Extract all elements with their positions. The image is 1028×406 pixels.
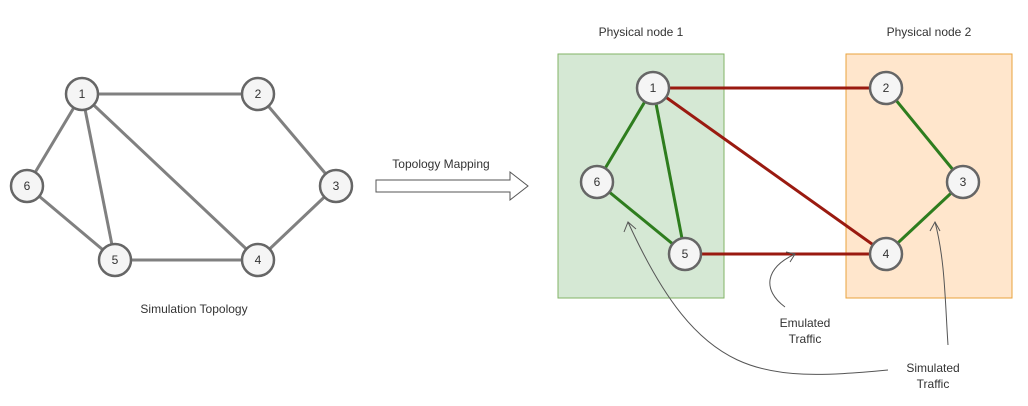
mapped-node-5-label: 5 [682, 247, 689, 261]
simulated-link-6-5 [596, 180, 686, 256]
sim-node-5: 5 [97, 242, 133, 278]
sim-edge-1-4 [80, 92, 260, 262]
emulated-traffic-pointer [769, 253, 796, 308]
simulated-link-3-4 [884, 180, 965, 256]
sim-node-4: 4 [240, 242, 276, 278]
sim-node-1-label: 1 [79, 87, 86, 101]
mapped-node-4-circle [868, 236, 904, 272]
physical-node-1-title: Physical node 1 [599, 25, 684, 39]
mapped-node-5-circle [667, 236, 703, 272]
mapped-node-4: 4 [868, 236, 904, 272]
sim-node-3-label: 3 [333, 179, 340, 193]
sim-edge-6-1 [25, 93, 84, 187]
mapped-topology-nodes: 1 2 3 4 5 6 [579, 70, 981, 272]
sim-edge-1-5 [80, 93, 117, 261]
mapped-node-5: 5 [667, 236, 703, 272]
simulated-traffic-label-line1: Simulated [906, 361, 959, 375]
sim-node-6-label: 6 [24, 179, 31, 193]
simulated-link-1-6 [595, 87, 655, 183]
sim-edge-5-6 [26, 184, 116, 262]
simulated-traffic-label-line2: Traffic [917, 377, 950, 391]
mapped-node-1-circle [635, 70, 671, 106]
mapped-node-6: 6 [579, 164, 615, 200]
topology-mapping-label: Topology Mapping [392, 157, 489, 171]
sim-node-3-circle [318, 168, 354, 204]
emulated-traffic-label-line1: Emulated [780, 316, 831, 330]
simulation-topology-caption: Simulation Topology [140, 302, 247, 316]
sim-edge-3-4 [256, 184, 338, 262]
sim-node-6-circle [9, 168, 45, 204]
mapped-node-3-label: 3 [960, 175, 967, 189]
sim-node-4-label: 4 [255, 253, 262, 267]
topology-mapping-arrow-icon [375, 170, 529, 202]
sim-node-3: 3 [318, 168, 354, 204]
sim-node-5-circle [97, 242, 133, 278]
physical-node-2-title: Physical node 2 [887, 25, 972, 39]
mapped-node-2-label: 2 [883, 81, 890, 95]
emulated-link-1-4 [652, 86, 887, 256]
sim-node-2-label: 2 [255, 87, 262, 101]
sim-node-1-circle [64, 76, 100, 112]
simulated-link-2-3 [884, 87, 965, 183]
mapped-node-6-label: 6 [594, 175, 601, 189]
simulated-traffic-pointer-left [627, 221, 889, 375]
emulated-traffic-label-line2: Traffic [789, 332, 822, 346]
mapped-node-1-label: 1 [650, 81, 657, 95]
simulated-traffic-arrowhead-right [929, 220, 941, 232]
simulation-topology-edges [25, 92, 338, 262]
sim-node-4-circle [240, 242, 276, 278]
mapped-node-2-circle [868, 70, 904, 106]
mapped-node-2: 2 [868, 70, 904, 106]
simulated-link-1-5 [651, 87, 687, 255]
sim-node-1: 1 [64, 76, 100, 112]
mapped-node-3: 3 [945, 164, 981, 200]
mapped-topology-edges [595, 86, 965, 256]
mapped-node-4-label: 4 [883, 247, 890, 261]
sim-node-2: 2 [240, 76, 276, 112]
sim-node-5-label: 5 [112, 253, 119, 267]
mapped-node-6-circle [579, 164, 615, 200]
emulated-traffic-arrowhead [785, 251, 796, 263]
sim-node-2-circle [240, 76, 276, 112]
simulation-topology-nodes: 1 2 3 4 5 6 [9, 76, 354, 278]
sim-node-6: 6 [9, 168, 45, 204]
simulated-traffic-arrowhead-left [623, 221, 637, 233]
simulated-traffic-pointer-right [934, 221, 949, 346]
mapped-node-1: 1 [635, 70, 671, 106]
sim-edge-2-3 [256, 93, 338, 187]
mapped-node-3-circle [945, 164, 981, 200]
